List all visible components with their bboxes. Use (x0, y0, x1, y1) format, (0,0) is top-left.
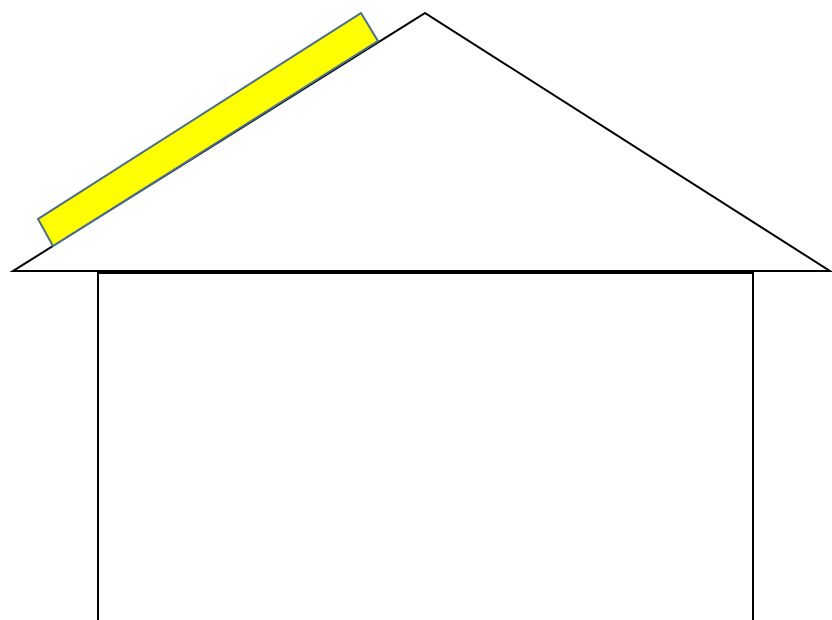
house-walls (98, 272, 753, 620)
roof (13, 13, 830, 271)
